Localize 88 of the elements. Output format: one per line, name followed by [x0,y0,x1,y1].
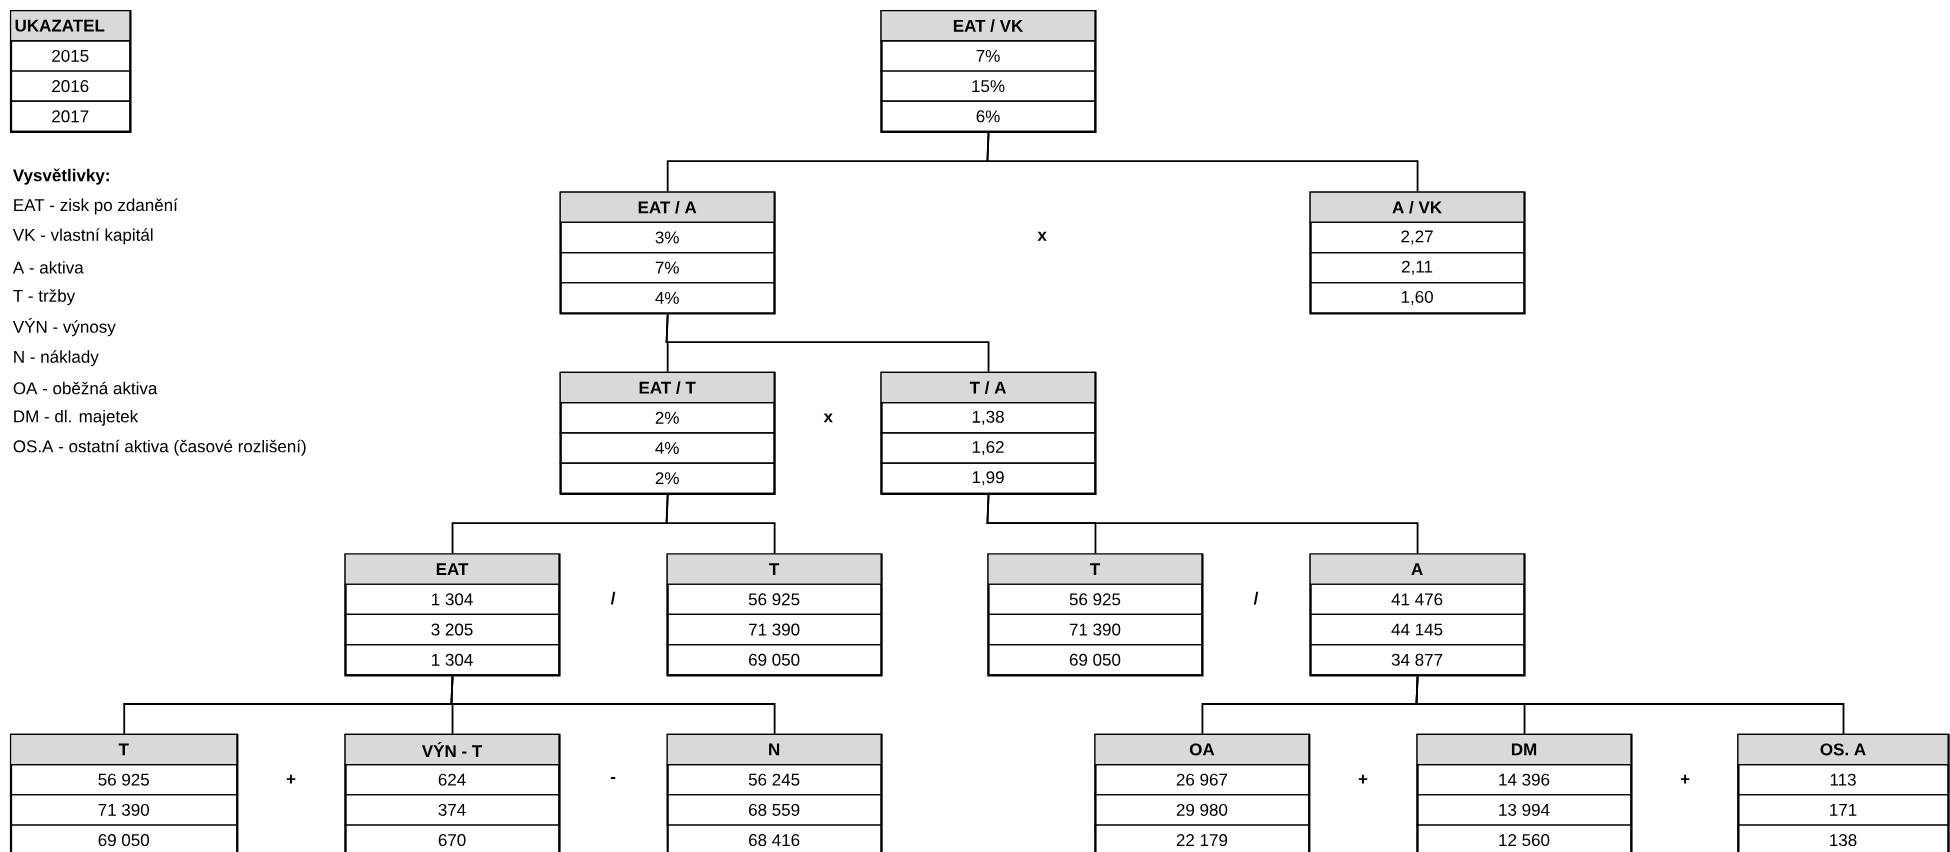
connector-line [665,313,990,373]
operator-sign: + [1680,774,1690,784]
connector-line [1415,675,1845,735]
legend-text: VK - vlastní kapitál [12,228,153,245]
header-cell: A [1309,553,1525,585]
legend-text: N - náklady [14,350,99,367]
value-cell: 56 245 [666,763,882,796]
legend-text: A - aktiva [12,261,84,274]
value-cell: 1,38 [880,402,1096,434]
value-cell: 71 390 [9,794,238,826]
operator-sign: x [1037,231,1047,241]
legend-heading: Vysvětlivky: [12,168,109,185]
value-cell: 2,11 [1309,251,1525,284]
value-cell: 71 390 [987,613,1203,646]
value-cell: 22 179 [1094,824,1310,852]
operator-sign: - [610,777,616,780]
value-cell: 2015 [9,40,131,72]
operator-sign: / [610,591,616,605]
value-cell: 138 [1737,824,1949,852]
value-cell: 113 [1737,763,1949,796]
value-cell: 69 050 [666,644,882,676]
value-cell: 13 994 [1416,794,1632,826]
header-cell: N [666,733,882,766]
value-cell: 56 925 [987,583,1203,616]
operator-sign: + [286,774,296,784]
value-cell: 56 925 [666,583,882,616]
value-cell: 1,62 [880,432,1096,464]
header-cell: OS. A [1737,733,1949,766]
header-cell: A / VK [1309,191,1525,223]
value-cell: 1,99 [880,462,1096,494]
header-cell: EAT / T [559,371,775,404]
value-cell: 2% [559,402,775,434]
header-cell: T [9,733,238,766]
header-cell: VÝN - T [344,733,560,766]
value-cell: 1 304 [344,583,560,616]
legend-text: T - tržby [13,289,76,306]
value-cell: 69 050 [9,824,238,852]
header-cell: EAT / VK [880,9,1096,42]
legend-text: OS.A - ostatní aktiva (časové rozlišení) [13,439,306,456]
header-cell: T [666,553,882,585]
header-cell: EAT [344,553,560,585]
header-cell: DM [1416,733,1632,766]
value-cell: 69 050 [987,644,1203,676]
value-cell: 68 416 [666,824,882,852]
value-cell: 44 145 [1309,613,1525,646]
header-cell: T / A [880,371,1096,404]
value-cell: 2016 [9,70,131,102]
legend-text: DM - dl. majetek [14,409,139,426]
header-cell: EAT / A [559,191,775,223]
value-cell: 56 925 [9,763,238,796]
legend-text: OA - oběžná aktiva [13,381,158,395]
value-cell: 12 560 [1416,824,1632,852]
value-cell: 41 476 [1309,583,1525,616]
value-cell: 4% [559,282,775,314]
header-cell: OA [1094,733,1310,766]
header-cell: T [987,553,1203,585]
value-cell: 3 205 [344,613,560,646]
value-cell: 6% [880,100,1096,133]
value-cell: 374 [344,794,560,826]
value-cell: 29 980 [1094,794,1310,826]
value-cell: 2,27 [1309,221,1525,254]
value-cell: 26 967 [1094,763,1310,796]
value-cell: 171 [1737,794,1949,826]
connector-line [665,494,776,555]
legend-text: EAT - zisk po zdanění [14,198,178,215]
connector-line [450,675,776,735]
value-cell: 1,60 [1309,282,1525,314]
value-cell: 7% [880,40,1096,72]
legend-text: VÝN - výnosy [12,317,116,337]
header-cell: UKAZATEL [9,9,131,42]
value-cell: 1 304 [344,644,560,676]
value-cell: 3% [559,221,775,254]
value-cell: 670 [344,824,560,852]
connector-line [986,132,1419,193]
operator-sign: x [823,413,833,423]
value-cell: 2017 [9,100,131,133]
value-cell: 15% [880,70,1096,102]
value-cell: 4% [559,432,775,464]
connector-line [986,494,1419,555]
value-cell: 68 559 [666,794,882,826]
operator-sign: / [1253,591,1259,605]
value-cell: 624 [344,763,560,796]
value-cell: 71 390 [666,613,882,646]
value-cell: 34 877 [1309,644,1525,676]
value-cell: 14 396 [1416,763,1632,796]
value-cell: 2% [559,462,775,494]
operator-sign: + [1358,774,1368,784]
value-cell: 7% [559,251,775,284]
